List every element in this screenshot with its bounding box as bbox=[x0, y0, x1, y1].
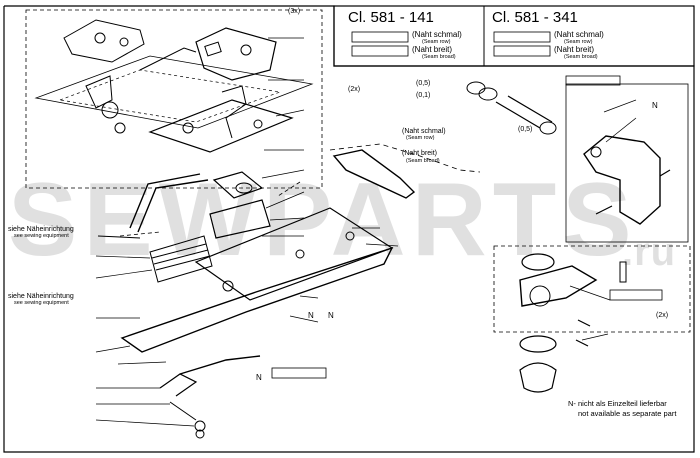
not-available-note-en: not available as separate part bbox=[578, 409, 677, 418]
seam-row-label-141: (Seam row) bbox=[422, 39, 451, 45]
seam-broad-en-label-341: (Seam broad) bbox=[564, 54, 598, 60]
seam-narrow-label-141: (Naht schmal) bbox=[412, 30, 462, 39]
inset-frame-topleft bbox=[25, 9, 323, 189]
shim-thickness-label-1: (0,5) bbox=[416, 80, 431, 87]
seam-row-label-341: (Seam row) bbox=[564, 39, 593, 45]
seam-broad-en-label-141: (Seam broad) bbox=[422, 54, 456, 60]
n-marker-bracket: N bbox=[652, 101, 658, 110]
class-581-141-title: Cl. 581 - 141 bbox=[348, 9, 434, 26]
callout-seam-broad: (Naht breit) bbox=[402, 150, 438, 157]
watermark-suffix: .ru bbox=[622, 230, 677, 274]
quantity-2x-label-bottom: (2x) bbox=[656, 312, 669, 319]
n-marker-plate-2: N bbox=[328, 311, 334, 320]
shim-thickness-label-2: (0,1) bbox=[416, 92, 431, 99]
callout-seam-row: (Seam row) bbox=[406, 135, 435, 141]
callout-seam-broad-en: (Seam broad) bbox=[406, 158, 440, 164]
callout-seam-narrow: (Naht schmal) bbox=[402, 128, 446, 135]
see-sewing-note-2: siehe Näheinrichtung bbox=[8, 293, 74, 300]
n-marker-plate-1: N bbox=[308, 311, 314, 320]
diagram-frame bbox=[3, 5, 695, 453]
quantity-2x-label-top: (2x) bbox=[348, 86, 361, 93]
watermark: SEWPARTS bbox=[8, 168, 638, 272]
see-sewing-note-1: siehe Näheinrichtung bbox=[8, 226, 74, 233]
throat-plate-top bbox=[148, 99, 294, 153]
bed-plate bbox=[120, 246, 394, 353]
seam-broad-label-341: (Naht breit) bbox=[554, 45, 595, 54]
seam-narrow-label-341: (Naht schmal) bbox=[554, 30, 604, 39]
not-available-note: N- nicht als Einzelteil lieferbar bbox=[568, 399, 667, 408]
inset-frame-bottomright bbox=[493, 245, 691, 333]
see-sewing-note-2-en: see sewing equipment bbox=[14, 300, 69, 306]
seam-broad-label-141: (Naht breit) bbox=[412, 45, 453, 54]
inset-frame-right bbox=[565, 83, 689, 243]
bracket-part bbox=[583, 135, 661, 225]
watermark-main: SEWPARTS bbox=[8, 162, 638, 278]
shim-thickness-label-3: (0,5) bbox=[518, 126, 533, 133]
class-581-341-title: Cl. 581 - 341 bbox=[492, 9, 578, 26]
class-table bbox=[333, 5, 695, 67]
n-marker-lever: N bbox=[256, 373, 262, 382]
quantity-3x-label: (3x) bbox=[288, 8, 301, 15]
see-sewing-note-1-en: see sewing equipment bbox=[14, 233, 69, 239]
